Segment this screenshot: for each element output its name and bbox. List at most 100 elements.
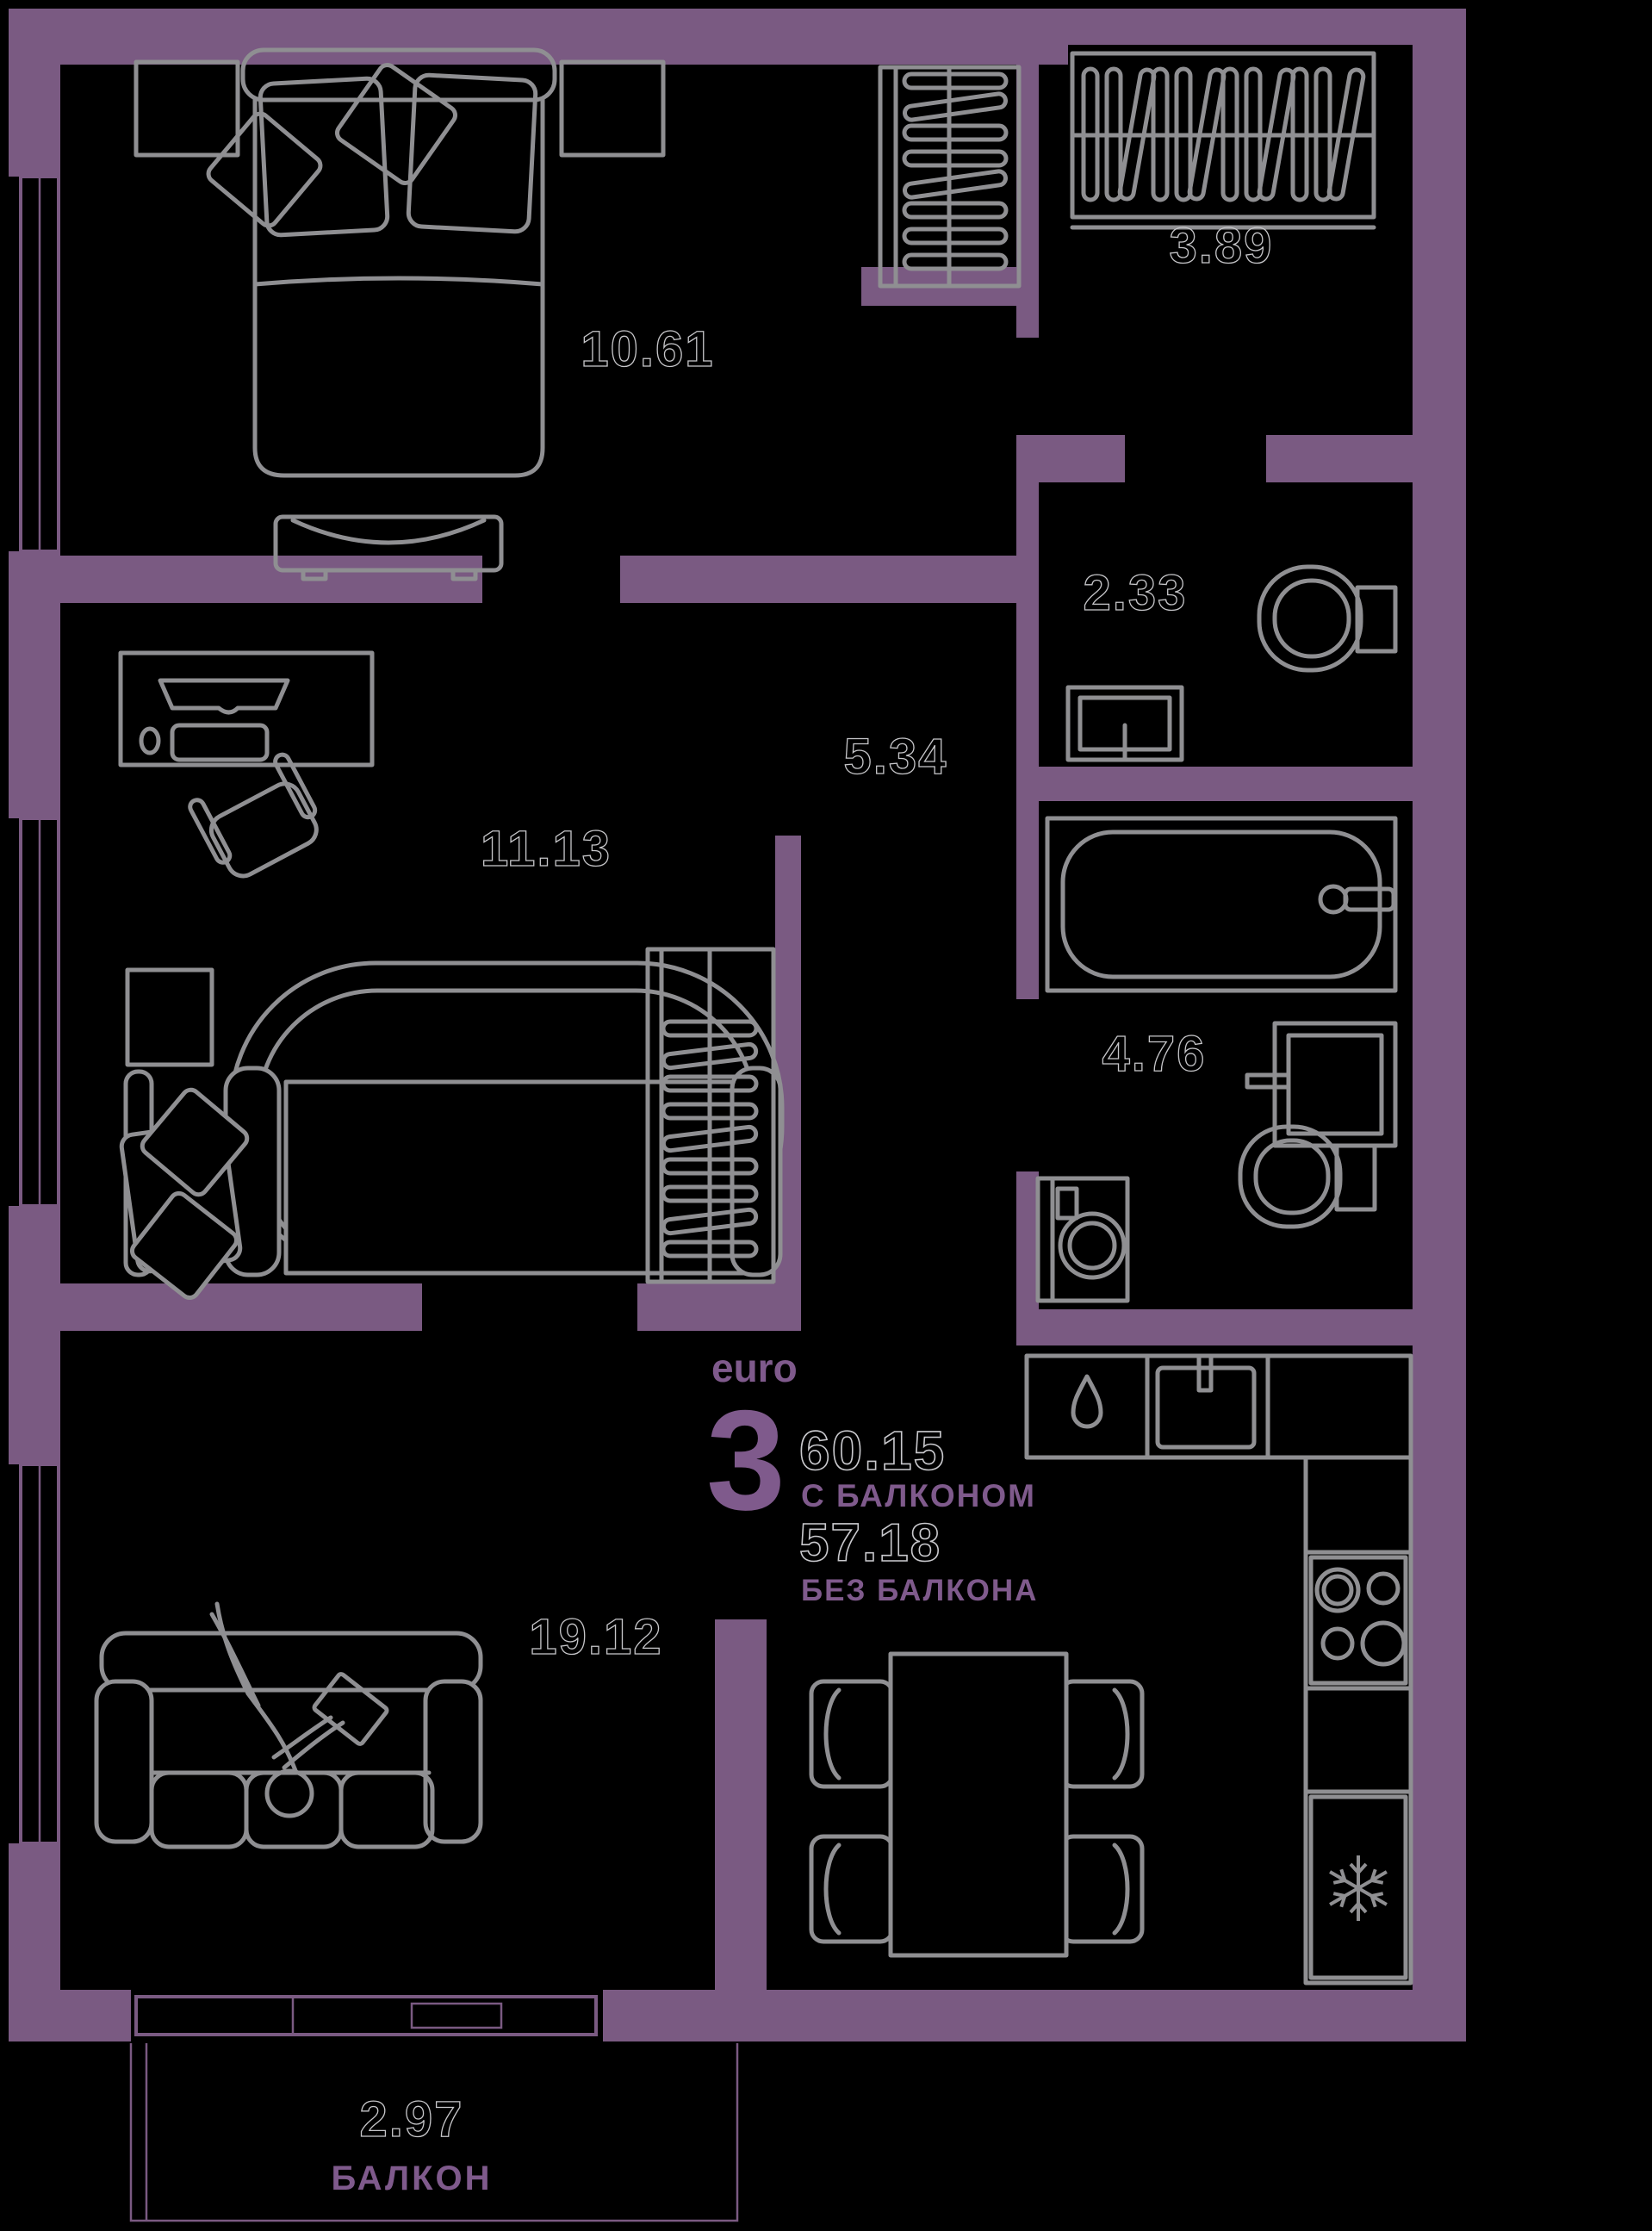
dresser-curve [290, 518, 487, 545]
unit-without-balcony-label: БЕЗ БАЛКОНА [801, 1574, 1038, 1607]
bed2-platform [283, 1079, 759, 1276]
area-label-hall: 5.34 [844, 729, 948, 785]
area-label-bedroom2: 11.13 [481, 821, 612, 877]
bed-frame [252, 97, 545, 478]
bed2-cushion-bottom [129, 1190, 239, 1301]
balcony-name-label: БАЛКОН [331, 2160, 492, 2197]
bath-toilet-bowl-inner [1253, 1138, 1331, 1215]
bathroom-fixtures [1035, 816, 1398, 1303]
toilet-bowl-inner [1272, 578, 1351, 659]
nightstand2 [125, 967, 214, 1067]
wall-wc-bath-divider [1039, 767, 1413, 801]
dresser-foot-left [301, 568, 328, 581]
wall-wc-top-a [1039, 435, 1125, 482]
wall-bedroom-bottom-a [26, 556, 482, 603]
bath-sink-basin [1286, 1033, 1384, 1136]
wall-bedroom-bottom-b [620, 556, 1016, 603]
desk-chair [188, 752, 319, 879]
wall-corridor-a [1016, 435, 1039, 999]
hangers [661, 1019, 759, 1258]
bed-cushion-left [206, 111, 323, 228]
wall-right [1413, 9, 1466, 2041]
wall-bottom-left [9, 1990, 131, 2041]
area-label-bedroom: 10.61 [581, 321, 714, 377]
water-drop-icon [1071, 1374, 1103, 1429]
wall-room2-bottom-b [637, 1283, 801, 1331]
hangers [1081, 66, 1366, 202]
toilet-tank [1355, 585, 1398, 654]
nightstand-left [134, 59, 240, 158]
bed2-cushion-top [140, 1087, 250, 1197]
unit-area-with-balcony: 60.15 [799, 1420, 946, 1482]
wall-top-main [9, 9, 1068, 65]
unit-summary: euro 3 60.15 С БАЛКОНОМ 57.18 БЕЗ БАЛКОН… [706, 1345, 1038, 1607]
balcony-door-window [134, 1995, 598, 2036]
dresser [273, 514, 504, 573]
entry-wardrobe [1070, 51, 1376, 230]
washing-machine-detergent [1055, 1186, 1079, 1221]
wall-top-entry [1068, 9, 1413, 45]
desk-keyboard [170, 723, 270, 762]
bath-sink-tap [1245, 1072, 1291, 1090]
bath-toilet-bowl [1238, 1124, 1343, 1229]
walls [9, 9, 1466, 2041]
area-label-living: 19.12 [529, 1609, 662, 1665]
sofa-cushion-1 [149, 1770, 249, 1849]
unit-area-without-balcony: 57.18 [799, 1513, 941, 1573]
bed-pillow-right [406, 72, 538, 234]
bed-blanket-line [252, 276, 545, 287]
snowflake-icon [1329, 1855, 1388, 1921]
room-area-labels: 10.61 3.89 2.33 5.34 11.13 4.76 19.12 2.… [331, 217, 1274, 2197]
fridge [1308, 1794, 1408, 1980]
bathtub-faucet [1343, 886, 1396, 912]
washing-machine [1035, 1176, 1130, 1303]
wall-left-1 [9, 65, 60, 177]
bathtub-drain [1318, 884, 1349, 915]
wall-wc-top-b [1266, 435, 1413, 482]
desk-monitor [158, 678, 290, 715]
dining-table [888, 1651, 1069, 1958]
dresser-foot-right [450, 568, 478, 581]
bedroom-wardrobe [878, 65, 1022, 289]
kitchen-counter-top [1024, 1353, 1413, 1460]
kitchen-counter-right [1303, 1455, 1413, 1986]
toilet-bowl [1257, 564, 1363, 673]
balcony-railing [129, 2043, 739, 2222]
dining-set [809, 1651, 1145, 1958]
desk-mouse [139, 726, 161, 755]
unit-rooms-count: 3 [706, 1381, 786, 1539]
person-reading [209, 1601, 389, 1818]
kitchen-sink-tap [1196, 1353, 1214, 1393]
sofa-cushion-2 [244, 1770, 344, 1849]
bed-cushion-right [335, 63, 457, 185]
hangers [902, 71, 1009, 271]
bathtub-inner [1060, 830, 1382, 979]
kitchen-sink [1155, 1365, 1257, 1450]
unit-with-balcony-label: С БАЛКОНОМ [801, 1478, 1036, 1513]
unit-brand: euro [711, 1345, 798, 1390]
balcony-door-leaf [410, 2002, 503, 2029]
area-label-entry: 3.89 [1170, 218, 1274, 274]
windows [19, 175, 598, 2036]
sofa-cushion-3 [338, 1770, 435, 1849]
stove [1308, 1555, 1408, 1686]
living-furniture [94, 1601, 483, 1849]
area-label-balcony: 2.97 [360, 2091, 464, 2147]
wc-fixtures [1065, 564, 1398, 762]
wall-left-3 [9, 1206, 60, 1464]
area-label-bathroom: 4.76 [1102, 1026, 1207, 1082]
wall-bottom-right [603, 1990, 1413, 2041]
balcony-outline [129, 2043, 739, 2222]
nightstand-right [559, 59, 666, 158]
bed-headboard [240, 47, 557, 103]
washing-machine-door-inner [1067, 1221, 1117, 1271]
wall-room2-bottom-a [26, 1283, 422, 1331]
bedroom-furniture [134, 47, 666, 581]
bedroom2-furniture [118, 650, 785, 1301]
area-label-wc: 2.33 [1084, 565, 1188, 621]
bath-toilet-tank [1334, 1143, 1377, 1212]
wall-bath-bottom [1016, 1309, 1413, 1345]
desk [118, 650, 375, 767]
